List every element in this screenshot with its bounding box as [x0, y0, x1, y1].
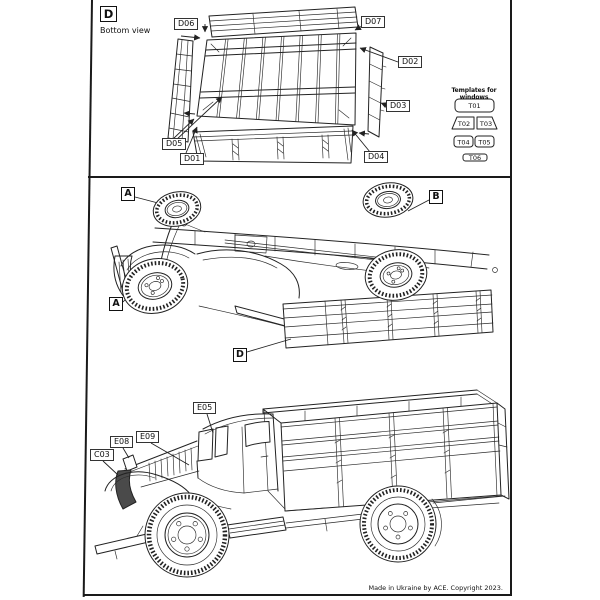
templates-title: Templates for windows: [451, 87, 497, 101]
part-label-d03: D03: [386, 100, 411, 112]
template-t01: T01: [454, 98, 495, 113]
hood-and-front-end: [94, 440, 232, 560]
svg-text:T05: T05: [477, 139, 490, 147]
svg-text:T06: T06: [468, 154, 481, 162]
svg-text:T02: T02: [457, 120, 470, 128]
wheel-rear-lower: [364, 249, 428, 301]
stake-bed: [262, 389, 510, 512]
svg-text:T04: T04: [456, 139, 469, 147]
cab-underside: [113, 244, 305, 332]
part-label-d02: D02: [398, 56, 423, 68]
part-label-d01: D01: [180, 153, 205, 165]
template-t03: T03: [476, 116, 498, 130]
wheel-front-upper: [152, 191, 202, 227]
side-panel-left-drawing: [167, 38, 194, 143]
part-label-d07: D07: [361, 16, 386, 28]
part-leader-lines: [102, 413, 214, 476]
rear-wheel: [359, 485, 442, 563]
callout-a-top: A: [121, 187, 135, 201]
step-label-d: D: [100, 6, 117, 22]
copyright-text: Made in Ukraine by ACE. Copyright 2023.: [368, 584, 503, 592]
page-edge-right: [510, 0, 512, 596]
svg-text:T01: T01: [467, 102, 480, 110]
rack-panel-drawing: [208, 6, 359, 38]
callout-a-bottom: A: [109, 297, 123, 311]
window-templates-drawing: T01 T02 T03 T04 T05 T06: [451, 98, 498, 162]
bed-side-panel-drawing: [282, 289, 494, 349]
part-label-e05: E05: [193, 402, 217, 414]
svg-text:T03: T03: [479, 120, 492, 128]
callout-b: B: [429, 190, 443, 204]
part-label-e08: E08: [110, 436, 134, 448]
page-edge-bottom: [84, 594, 511, 596]
template-t02: T02: [451, 116, 475, 130]
front-panel-drawing: [192, 125, 354, 164]
template-t04: T04: [453, 135, 474, 148]
cab: [196, 413, 279, 494]
part-label-c03: C03: [90, 449, 114, 461]
front-wheel: [144, 492, 230, 578]
callout-d: D: [233, 348, 247, 362]
section-divider: [88, 176, 510, 178]
wheel-front-lower: [121, 258, 189, 314]
bed-exploded-drawing: [167, 6, 399, 164]
part-label-d05: D05: [162, 138, 187, 150]
bottom-view-caption: Bottom view: [100, 26, 151, 35]
wheel-rear-upper: [362, 182, 414, 218]
part-label-d04: D04: [364, 151, 389, 163]
template-t06: T06: [462, 153, 488, 162]
assembly-arrows: [172, 24, 399, 154]
assembled-truck-drawing: [94, 389, 510, 578]
part-label-d06: D06: [174, 18, 199, 30]
part-label-e09: E09: [136, 431, 160, 443]
chassis-bottom-drawing: [110, 182, 498, 353]
template-t05: T05: [474, 135, 495, 148]
bed-floor-panel-drawing: [196, 32, 357, 126]
side-panel-right-drawing: [367, 46, 387, 138]
